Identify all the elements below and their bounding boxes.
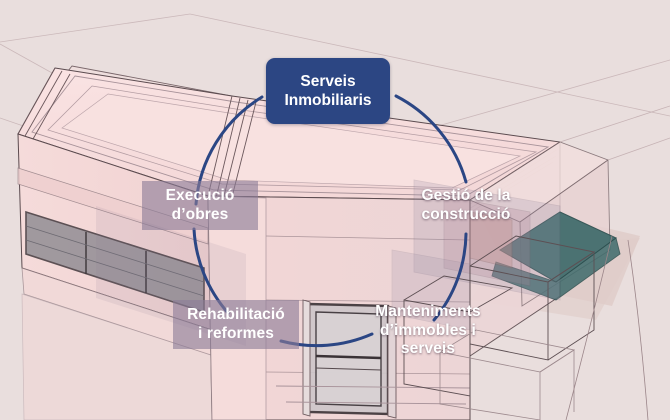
hub-node-serveis-inmobiliaris[interactable]: Serveis Inmobiliaris xyxy=(266,58,390,124)
node-execucio-dobres[interactable]: Execució d’obres xyxy=(142,181,258,230)
node-manteniments-dimmobles-i-serveis[interactable]: Manteniments d’immobles i serveis xyxy=(375,302,481,358)
node-rehabilitacio-i-reformes[interactable]: Rehabilitació i reformes xyxy=(173,300,299,349)
arc-manteniments-to-gestio xyxy=(432,232,468,322)
arc-gestio-to-hub xyxy=(394,94,468,184)
node-gestio-de-la-construccio[interactable]: Gestió de la construcció xyxy=(421,186,511,223)
